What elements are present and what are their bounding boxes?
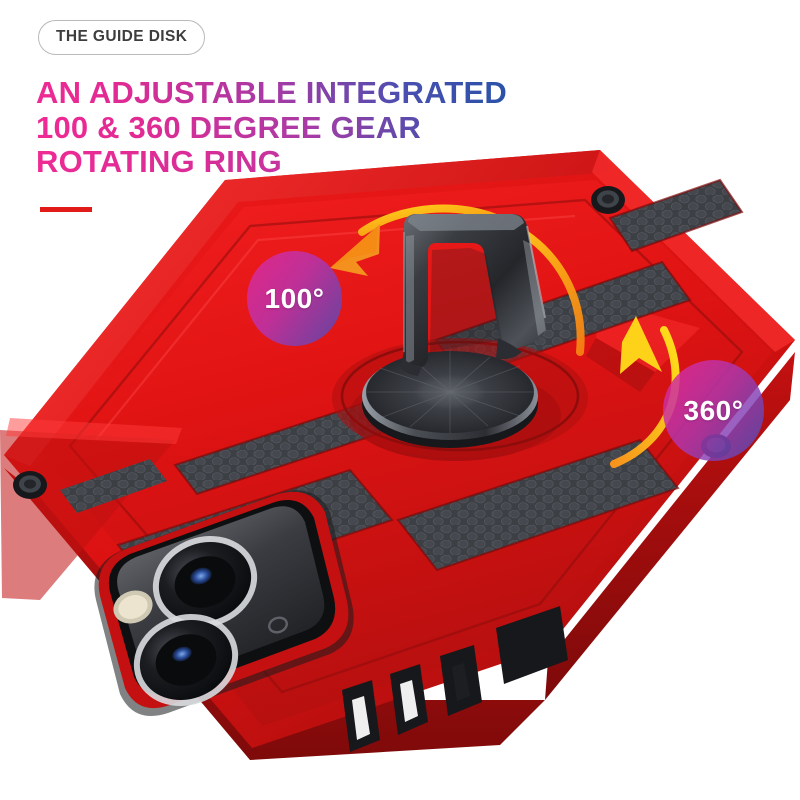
page-title: AN ADJUSTABLE INTEGRATED 100 & 360 DEGRE… [36,75,507,180]
callout-badge-100: 100° [247,251,342,346]
headline-line-2: 100 & 360 DEGREE GEAR [36,110,507,146]
headline-line-3: ROTATING RING [36,145,507,180]
guide-disk-tag: THE GUIDE DISK [38,20,206,55]
title-underline-rule [40,207,92,212]
callout-badge-360: 360° [663,360,764,461]
headline-line-1: AN ADJUSTABLE INTEGRATED [36,75,507,110]
